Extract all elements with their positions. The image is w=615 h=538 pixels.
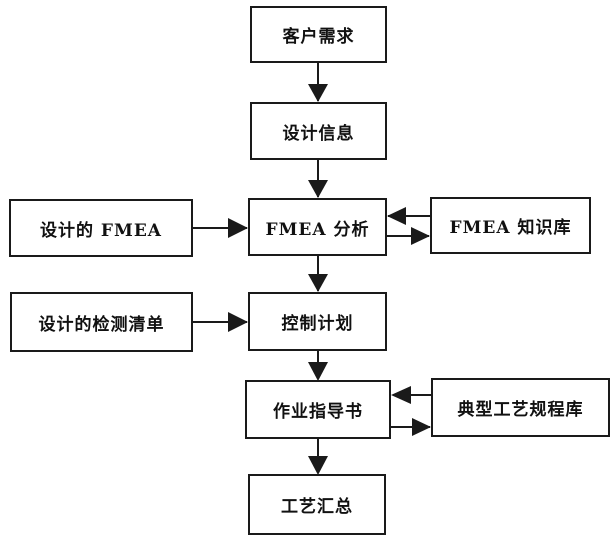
arrowhead-icon bbox=[308, 180, 328, 198]
node-customer-requirements: 客户需求 bbox=[250, 6, 387, 63]
node-work-instruction: 作业指导书 bbox=[245, 380, 391, 439]
node-label: 设计的检测清单 bbox=[38, 314, 165, 335]
node-label: 设计信息 bbox=[282, 123, 355, 144]
arrowhead-icon bbox=[411, 227, 430, 245]
node-label: 典型工艺规程库 bbox=[457, 400, 584, 420]
arrowhead-icon bbox=[387, 207, 406, 225]
node-label: 作业指导书 bbox=[273, 402, 363, 422]
node-label: FMEA 知识库 bbox=[449, 218, 572, 238]
node-design-fmea: 设计的 FMEA bbox=[9, 199, 193, 257]
arrowhead-icon bbox=[308, 362, 328, 381]
node-label: 客户需求 bbox=[282, 27, 355, 47]
node-design-inspection-checklist: 设计的检测清单 bbox=[10, 292, 193, 352]
arrowhead-icon bbox=[391, 386, 411, 404]
node-fmea-knowledge-base: FMEA 知识库 bbox=[430, 197, 591, 254]
node-process-summary: 工艺汇总 bbox=[248, 474, 386, 535]
node-control-plan: 控制计划 bbox=[248, 292, 387, 351]
node-fmea-analysis: FMEA 分析 bbox=[248, 198, 387, 256]
node-label: 设计的 FMEA bbox=[40, 220, 162, 241]
node-label: 控制计划 bbox=[281, 314, 354, 334]
node-design-information: 设计信息 bbox=[250, 102, 387, 160]
node-typical-process-library: 典型工艺规程库 bbox=[431, 378, 610, 437]
arrowhead-icon bbox=[228, 312, 248, 332]
arrowhead-icon bbox=[308, 456, 328, 475]
arrowhead-icon bbox=[308, 274, 328, 292]
arrowhead-icon bbox=[308, 84, 328, 102]
arrowhead-icon bbox=[228, 218, 248, 238]
arrowhead-icon bbox=[412, 418, 431, 436]
node-label: 工艺汇总 bbox=[281, 497, 353, 517]
node-label: FMEA 分析 bbox=[265, 219, 370, 240]
